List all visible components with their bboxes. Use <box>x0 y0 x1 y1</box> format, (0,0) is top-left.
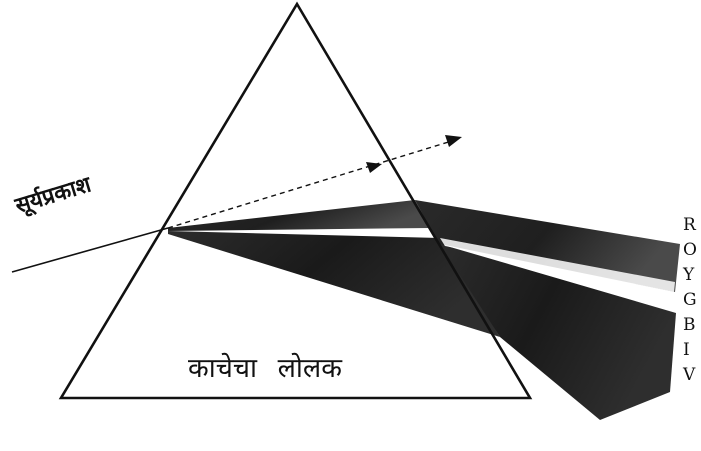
incident-ray <box>11 227 169 273</box>
spectrum-color-item: G <box>683 290 697 310</box>
dispersed-band-lower-outside <box>440 244 676 420</box>
spectrum-color-item: O <box>683 240 697 260</box>
prism-outline <box>58 1 533 400</box>
light-streak <box>440 238 675 292</box>
spectrum-color-list: R O Y G B I V <box>683 213 697 388</box>
dispersed-band-upper-outside <box>415 200 680 292</box>
spectrum-color-item: B <box>683 315 696 335</box>
glass-prism-label: काचेचा लोलक <box>188 353 342 384</box>
arrow-head-inner <box>366 162 382 173</box>
dispersed-band-lower-inside <box>168 231 500 337</box>
spectrum-color-item: R <box>683 215 696 235</box>
arrow-head-outer <box>445 135 462 147</box>
spectrum-color-item: V <box>683 365 696 385</box>
dispersed-band-upper-inside <box>168 200 430 231</box>
spectrum-color-item: I <box>683 340 690 360</box>
spectrum-color-item: Y <box>683 265 695 285</box>
